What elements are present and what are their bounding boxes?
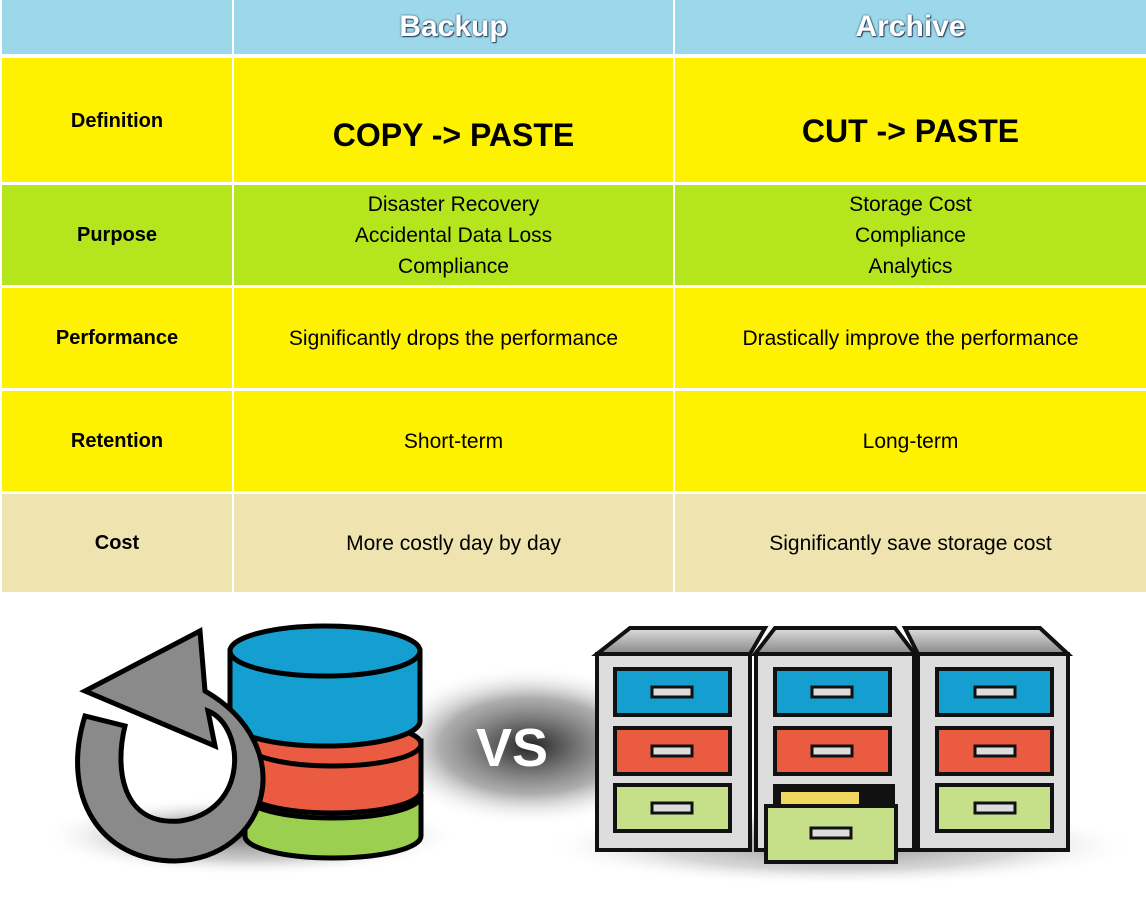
header-archive: Archive — [675, 0, 1146, 54]
row-label-performance: Performance — [2, 288, 232, 388]
performance-backup: Significantly drops the performance — [234, 288, 673, 388]
cost-archive-text: Significantly save storage cost — [769, 531, 1052, 555]
cost-backup-text: More costly day by day — [346, 531, 561, 555]
definition-archive: CUT -> PASTE — [675, 58, 1146, 182]
restore-arrow-icon — [75, 627, 266, 864]
purpose-backup-item: Disaster Recovery — [367, 192, 540, 216]
row-label-cost: Cost — [2, 494, 232, 592]
definition-backup: COPY -> PASTE — [234, 58, 673, 182]
purpose-archive-item: Analytics — [868, 254, 953, 278]
row-label-purpose: Purpose — [2, 185, 232, 285]
purpose-archive-item: Storage Cost — [849, 192, 972, 216]
purpose-archive-item: Compliance — [855, 223, 966, 247]
row-label-definition: Definition — [2, 58, 232, 182]
vs-text: VS — [476, 718, 548, 778]
purpose-backup-item: Accidental Data Loss — [354, 223, 553, 247]
backup-vs-archive-illustration: VS — [40, 623, 1140, 886]
definition-archive-text: CUT -> PASTE — [801, 112, 1020, 149]
purpose-backup-item: Compliance — [398, 254, 509, 278]
performance-archive: Drastically improve the performance — [675, 288, 1146, 388]
row-label-retention: Retention — [2, 391, 232, 491]
performance-backup-text: Significantly drops the performance — [288, 326, 619, 350]
retention-backup: Short-term — [234, 391, 673, 491]
retention-backup-text: Short-term — [403, 429, 504, 453]
header-backup: Backup — [234, 0, 673, 54]
definition-backup-text: COPY -> PASTE — [332, 116, 575, 153]
header-empty-cell — [2, 0, 232, 54]
retention-archive-text: Long-term — [862, 429, 959, 453]
purpose-archive: Storage Cost Compliance Analytics — [675, 185, 1146, 285]
cost-backup: More costly day by day — [234, 494, 673, 592]
purpose-backup: Disaster Recovery Accidental Data Loss C… — [234, 185, 673, 285]
database-icon — [227, 623, 424, 861]
cost-archive: Significantly save storage cost — [675, 494, 1146, 592]
filing-cabinet-icon — [591, 626, 1074, 864]
retention-archive: Long-term — [675, 391, 1146, 491]
performance-archive-text: Drastically improve the performance — [742, 326, 1079, 350]
